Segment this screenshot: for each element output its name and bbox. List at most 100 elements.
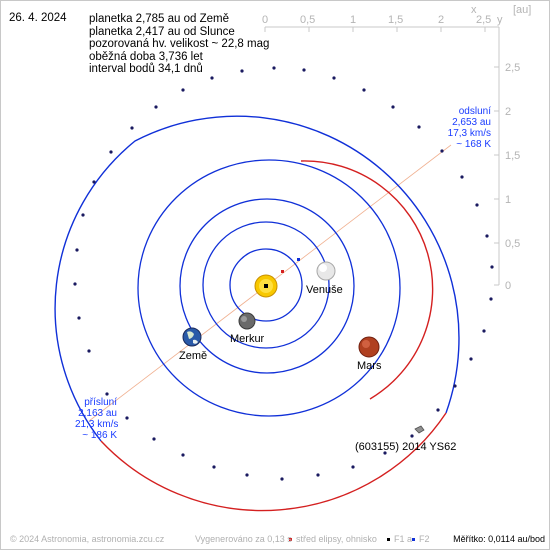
orbit-marker (245, 473, 249, 477)
orbit-marker (440, 149, 444, 153)
orbit-marker (87, 349, 91, 353)
perihelion-temperature: ~ 186 K (82, 430, 117, 441)
asteroid-orbit (54, 115, 460, 512)
mars-orbit-front-segment (300, 160, 434, 400)
orbit-marker (302, 68, 306, 72)
legend-f1-marker (387, 538, 390, 541)
venus-icon (316, 261, 336, 281)
info-period: oběžná doba 3,736 let (89, 50, 203, 63)
perihelion-speed: 21,3 km/s (75, 419, 119, 430)
info-earth-distance: planetka 2,785 au od Země (89, 13, 230, 25)
y-tick-label: 0 (505, 280, 511, 292)
y-tick-labels: 2,5 2 1,5 1 0,5 0 (505, 62, 520, 292)
perihelion-title: přísluní (84, 397, 117, 408)
orbit-marker (181, 453, 185, 457)
aphelion-title: odsluní (458, 106, 491, 117)
orbit-marker (92, 180, 96, 184)
orbit-marker (240, 69, 244, 73)
orbit-marker (316, 473, 320, 477)
venus-orbit (202, 221, 330, 349)
perihelion-note: přísluní 2,163 au 21,3 km/s ~ 186 K (75, 397, 119, 441)
axes (264, 26, 500, 286)
orbit-marker (212, 465, 216, 469)
x-tick-label: 0 (262, 14, 268, 26)
orbit-marker (130, 126, 134, 130)
mercury-icon (238, 312, 256, 330)
planet-orbits (137, 159, 401, 417)
aphelion-temperature: ~ 168 K (456, 139, 491, 150)
info-sun-distance: planetka 2,417 au od Slunce (89, 25, 235, 38)
earth-orbit (179, 198, 355, 374)
footer-legend-f2: F2 (419, 534, 430, 544)
orbit-marker (490, 265, 494, 269)
earth-icon (182, 327, 202, 347)
mars-orbit (137, 159, 401, 417)
info-point-interval: interval bodů 34,1 dnů (89, 63, 203, 75)
orbit-marker (391, 105, 395, 109)
orbit-marker (469, 357, 473, 361)
y-tick-label: 1 (505, 194, 511, 206)
asteroid-icon (414, 425, 425, 434)
orbit-marker (73, 282, 77, 286)
x-axis-name: x (471, 4, 477, 16)
orbit-marker (482, 329, 486, 333)
mercury-orbit (229, 248, 303, 322)
footer-generated: Vygenerováno za 0,13 s (195, 534, 292, 544)
perihelion-distance: 2,163 au (78, 408, 117, 419)
ellipse-center-marker (281, 270, 284, 273)
orbit-marker (77, 316, 81, 320)
x-tick-label: 1 (350, 14, 356, 26)
footer-copyright[interactable]: © 2024 Astronomia, astronomia.zcu.cz (10, 534, 165, 544)
orbit-marker (332, 76, 336, 80)
footer-legend-center: střed elipsy, ohnisko (296, 534, 377, 544)
orbit-markers (73, 66, 494, 481)
asteroid-orbit-back (54, 115, 460, 442)
legend-center-marker (289, 538, 292, 541)
orbit-marker (485, 234, 489, 238)
aphelion-speed: 17,3 km/s (447, 128, 491, 139)
asteroid-label: (603155) 2014 YS62 (355, 441, 456, 453)
mars-icon (358, 336, 380, 358)
orbit-marker (280, 477, 284, 481)
orbit-marker (152, 437, 156, 441)
orbit-marker (272, 66, 276, 70)
mars-label: Mars (357, 360, 382, 372)
date-label: 26. 4. 2024 (9, 12, 67, 24)
y-axis-name: y (497, 14, 503, 26)
orbit-marker (351, 465, 355, 469)
orbit-marker (417, 125, 421, 129)
x-tick-label: 0,5 (300, 14, 315, 26)
x-tick-labels: 0 0,5 1 1,5 2 2,5 x y [au] (262, 4, 531, 26)
orbit-marker (489, 297, 493, 301)
y-tick-label: 2 (505, 106, 511, 118)
orbit-marker (460, 175, 464, 179)
sun-icon (254, 274, 278, 298)
orbit-marker (210, 76, 214, 80)
legend-f2-marker (412, 538, 415, 541)
y-tick-label: 2,5 (505, 62, 520, 74)
orbit-marker (362, 88, 366, 92)
orbit-marker (181, 88, 185, 92)
orbit-marker (105, 392, 109, 396)
info-magnitude: pozorovaná hv. velikost ~ 22,8 mag (89, 38, 270, 50)
aphelion-distance: 2,653 au (452, 117, 491, 128)
y-tick-label: 0,5 (505, 238, 520, 250)
x-tick-label: 2 (438, 14, 444, 26)
info-panel: planetka 2,785 au od Země planetka 2,417… (89, 13, 269, 76)
footer-scale: Měřítko: 0,0114 au/bod (453, 534, 545, 544)
x-tick-label: 1,5 (388, 14, 403, 26)
venus-label: Venuše (306, 284, 343, 296)
mercury-label: Merkur (230, 333, 265, 345)
orbit-marker (410, 434, 414, 438)
orbit-marker (154, 105, 158, 109)
orbit-marker (383, 451, 387, 455)
orbit-marker (125, 416, 129, 420)
axis-unit: [au] (513, 4, 531, 16)
footer-legend-f1: F1 a (394, 534, 413, 544)
orbit-marker (81, 213, 85, 217)
earth-label: Země (179, 350, 207, 362)
orbit-marker (436, 408, 440, 412)
aphelion-note: odsluní 2,653 au 17,3 km/s ~ 168 K (448, 106, 491, 150)
